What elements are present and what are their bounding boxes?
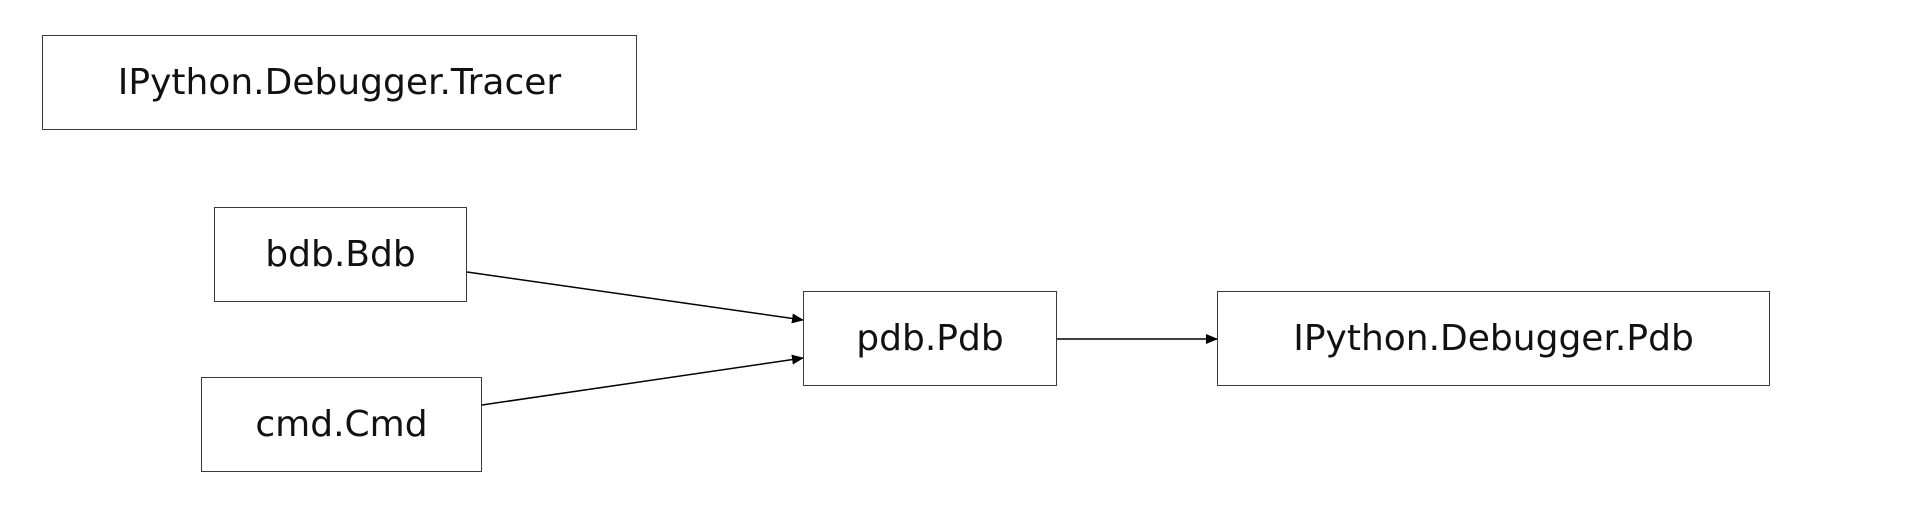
node-cmd-cmd[interactable]: cmd.Cmd — [201, 377, 482, 472]
node-label: IPython.Debugger.Pdb — [1293, 318, 1694, 359]
edge-bdb-to-pdb — [466, 271, 804, 324]
node-label: pdb.Pdb — [856, 318, 1004, 359]
node-label: bdb.Bdb — [265, 234, 416, 275]
node-ipython-debugger-tracer[interactable]: IPython.Debugger.Tracer — [42, 35, 637, 130]
node-label: IPython.Debugger.Tracer — [117, 62, 562, 103]
node-bdb-bdb[interactable]: bdb.Bdb — [214, 207, 467, 302]
node-ipython-debugger-pdb[interactable]: IPython.Debugger.Pdb — [1217, 291, 1770, 386]
node-pdb-pdb[interactable]: pdb.Pdb — [803, 291, 1057, 386]
node-label: cmd.Cmd — [255, 404, 428, 445]
edge-cmd-to-pdb — [481, 354, 804, 406]
